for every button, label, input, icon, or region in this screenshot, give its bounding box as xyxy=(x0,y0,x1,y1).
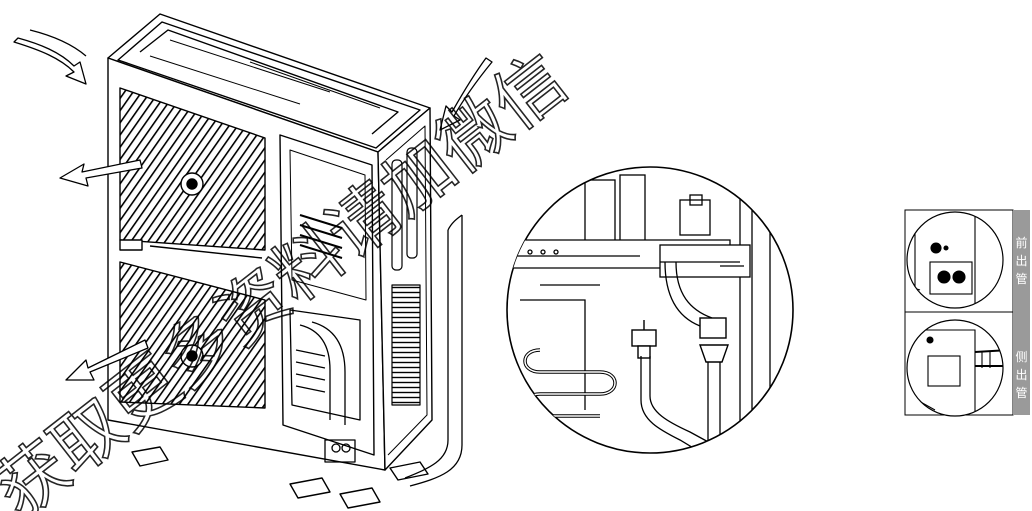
legend-tab-side xyxy=(1013,312,1030,415)
fan-grille-upper xyxy=(119,87,266,251)
legend-tab-front xyxy=(1013,210,1030,312)
pipe-connection-detail xyxy=(506,166,794,454)
legend-side-char-2: 出 xyxy=(1015,368,1027,382)
outdoor-unit xyxy=(107,13,433,509)
connection-pipe xyxy=(404,214,463,487)
front-outlet-thumbnail xyxy=(906,211,1004,309)
airflow-arrow-in-left xyxy=(13,37,87,85)
legend-panel: 前 出 管 侧 出 管 xyxy=(904,209,1030,417)
airflow-arrows xyxy=(13,29,493,381)
airflow-arrow-out-lower xyxy=(65,339,149,381)
legend-front-char-2: 出 xyxy=(1015,254,1027,268)
airflow-arrow-out-upper xyxy=(59,159,143,187)
legend-front-char-3: 管 xyxy=(1015,271,1027,286)
airflow-arrow-in-right xyxy=(439,57,493,131)
legend-side-char-1: 侧 xyxy=(1015,350,1027,364)
legend-front-char-1: 前 xyxy=(1015,235,1027,250)
legend-side-char-3: 管 xyxy=(1015,385,1027,400)
side-outlet-thumbnail xyxy=(906,319,1004,417)
